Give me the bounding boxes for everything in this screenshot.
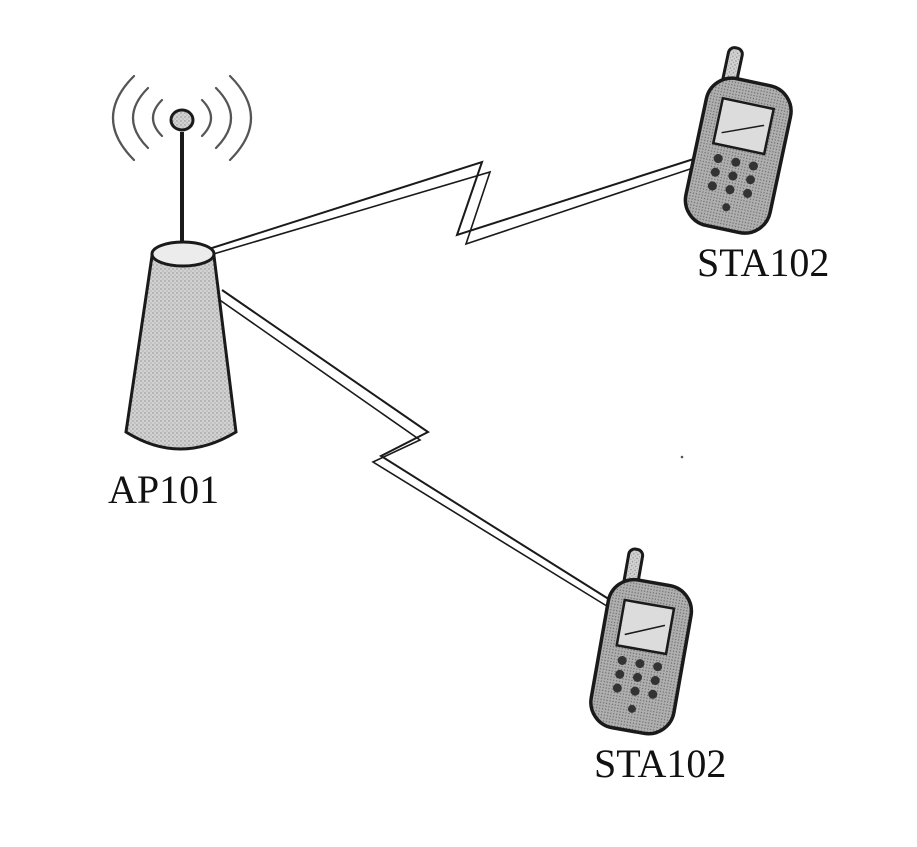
station-top-label: STA102	[697, 240, 830, 285]
station-bottom-label: STA102	[594, 741, 727, 786]
signal-waves-icon	[112, 74, 252, 162]
wireless-link-bottom	[213, 289, 616, 609]
mobile-phone-icon-bottom	[589, 547, 694, 736]
scan-speck	[680, 455, 684, 459]
access-point-icon	[112, 74, 252, 451]
mobile-phone-icon-top	[683, 46, 793, 235]
access-point-label: AP101	[108, 467, 220, 512]
wireless-link-top	[189, 147, 739, 259]
